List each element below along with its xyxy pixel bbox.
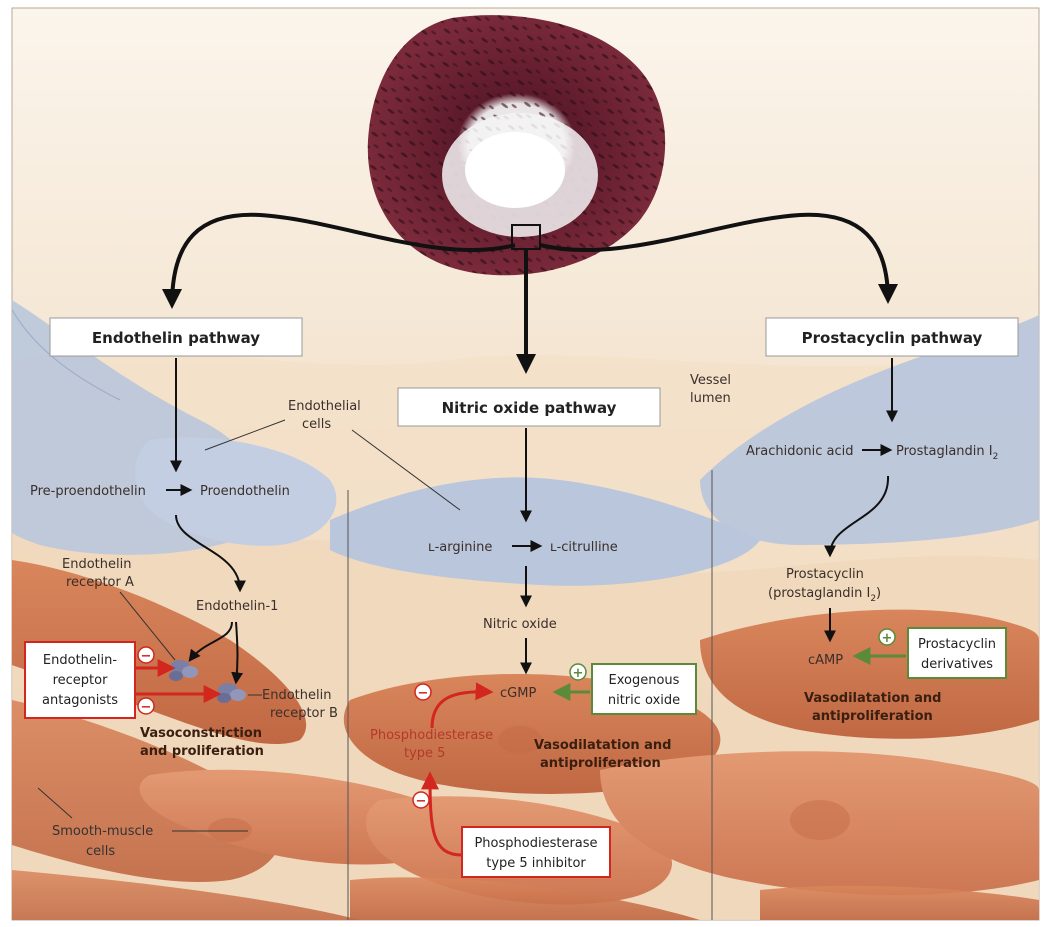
vessel-lumen-label-1: Vessel	[690, 373, 731, 388]
proendothelin-label: Proendothelin	[200, 484, 290, 499]
svg-text:−: −	[416, 794, 427, 809]
vasoconstriction-label-2: and proliferation	[140, 744, 264, 759]
minus-sign-era-b: −	[138, 698, 154, 715]
exogenous-no-box: Exogenous nitric oxide	[592, 664, 696, 714]
pde5i-label-1: Phosphodiesterase	[474, 836, 597, 851]
era-label-2: receptor	[53, 673, 109, 688]
prostacyclin-derivatives-box: Prostacyclin derivatives	[908, 628, 1006, 678]
pc-derivatives-label-1: Prostacyclin	[918, 637, 996, 652]
smooth-muscle-label-2: cells	[86, 844, 115, 859]
pde5-inhibitor-box: Phosphodiesterase type 5 inhibitor	[462, 827, 610, 877]
endothelin-1-label: Endothelin-1	[196, 599, 278, 614]
vasodilatation-no-label-2: antiproliferation	[540, 756, 661, 771]
endothelin-receptor-b-label-2: receptor B	[270, 706, 338, 721]
pre-proendothelin-label: Pre-proendothelin	[30, 484, 146, 499]
plus-sign-pc-deriv: +	[879, 629, 895, 646]
vessel-cross-section	[368, 15, 665, 275]
cgmp-label: cGMP	[500, 686, 536, 701]
svg-text:+: +	[573, 666, 584, 681]
nitric-oxide-pathway-title: Nitric oxide pathway	[442, 399, 617, 417]
endothelial-cells-label-2: cells	[302, 417, 331, 432]
l-arginine-label: ʟ-arginine	[428, 540, 492, 555]
exogenous-no-label-2: nitric oxide	[608, 693, 680, 708]
pc-derivatives-label-2: derivatives	[921, 657, 993, 672]
nitric-oxide-label: Nitric oxide	[483, 617, 557, 632]
vasodilatation-pc-label-1: Vasodilatation and	[804, 691, 941, 706]
nitric-oxide-pathway-box: Nitric oxide pathway	[398, 388, 660, 426]
pde5-label-1: Phosphodiesterase	[370, 728, 493, 743]
endothelin-pathway-box: Endothelin pathway	[50, 318, 302, 356]
prostacyclin-label-1: Prostacyclin	[786, 567, 864, 582]
endothelin-receptor-a-label-2: receptor A	[66, 575, 134, 590]
endothelin-receptor-b-label-1: Endothelin	[262, 688, 331, 703]
svg-text:−: −	[141, 700, 152, 715]
era-label-3: antagonists	[42, 693, 118, 708]
smooth-muscle-label-1: Smooth-muscle	[52, 824, 153, 839]
svg-text:−: −	[141, 649, 152, 664]
endothelial-cells-label-1: Endothelial	[288, 399, 361, 414]
camp-label: cAMP	[808, 653, 843, 668]
era-label-1: Endothelin-	[43, 653, 117, 668]
prostacyclin-pathway-title: Prostacyclin pathway	[802, 329, 983, 347]
minus-sign-era-a: −	[138, 647, 154, 664]
endothelin-receptor-a-label-1: Endothelin	[62, 557, 131, 572]
endothelin-pathway-title: Endothelin pathway	[92, 329, 260, 347]
pde5-label-2: type 5	[404, 746, 445, 761]
era-drug-box: Endothelin- receptor antagonists	[25, 642, 135, 718]
pde5i-label-2: type 5 inhibitor	[486, 856, 586, 871]
prostacyclin-pathway-box: Prostacyclin pathway	[766, 318, 1018, 356]
minus-sign-pde5: −	[415, 684, 431, 701]
exogenous-no-label-1: Exogenous	[609, 673, 680, 688]
vasoconstriction-label-1: Vasoconstriction	[140, 726, 262, 741]
svg-text:−: −	[418, 686, 429, 701]
plus-sign-exo-no: +	[570, 664, 586, 681]
svg-text:+: +	[882, 631, 893, 646]
arachidonic-acid-label: Arachidonic acid	[746, 444, 854, 459]
vasodilatation-pc-label-2: antiproliferation	[812, 709, 933, 724]
l-citrulline-label: ʟ-citrulline	[550, 540, 618, 555]
minus-sign-pde5i: −	[413, 792, 429, 809]
vasodilatation-no-label-1: Vasodilatation and	[534, 738, 671, 753]
vessel-lumen-label-2: lumen	[690, 391, 731, 406]
